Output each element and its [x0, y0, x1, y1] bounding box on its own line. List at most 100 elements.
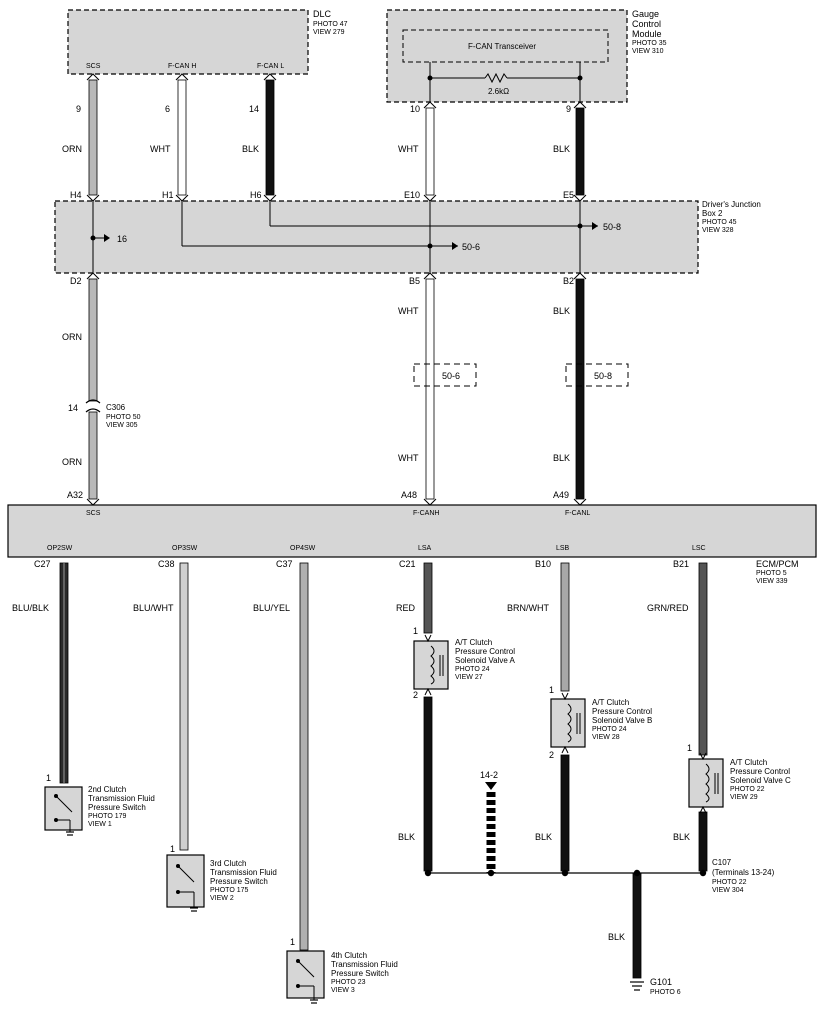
- ref-50-8: 50-8: [603, 222, 621, 232]
- dlc-pin-num-6: 6: [165, 104, 170, 114]
- vc-photo: PHOTO 22: [730, 786, 765, 793]
- djb-pin-b2: B2: [563, 276, 574, 286]
- ecm-pin-c27: C27: [34, 559, 51, 569]
- gauge-view: VIEW 310: [632, 48, 664, 55]
- sw3-line-2: Transmission Fluid: [210, 868, 277, 877]
- va-line-3: Solenoid Valve A: [455, 656, 516, 665]
- resistor-value: 2.6kΩ: [488, 87, 509, 96]
- ecm-photo: PHOTO 5: [756, 570, 787, 577]
- resistor-symbol: [484, 72, 508, 84]
- gauge-pin-num-9: 9: [566, 104, 571, 114]
- gauge-control-module: F-CAN Transceiver Gauge Control Module P…: [386, 9, 667, 103]
- drivers-junction-box: Driver's Junction Box 2 PHOTO 45 VIEW 32…: [54, 200, 761, 274]
- ecm-pin-a48: A48: [401, 490, 417, 500]
- vb-pin-1: 1: [549, 685, 554, 695]
- wire-blk-label-6: BLK: [535, 832, 552, 842]
- sw2-pin-1: 1: [46, 773, 51, 783]
- g101-name: G101: [650, 977, 672, 987]
- djb-pin-h4: H4: [70, 190, 82, 200]
- ecm-pin-op3sw: OP3SW: [172, 545, 198, 552]
- vb-line-2: Pressure Control: [592, 707, 652, 716]
- sw3-line-3: Pressure Switch: [210, 877, 268, 886]
- ecm-pin-c38: C38: [158, 559, 175, 569]
- lower-wires: [59, 562, 708, 979]
- ecm-pin-lsc: LSC: [692, 545, 706, 552]
- va-pin-1: 1: [413, 626, 418, 636]
- vb-line-3: Solenoid Valve B: [592, 716, 652, 725]
- ref-50-6: 50-6: [462, 242, 480, 252]
- vc-view: VIEW 29: [730, 794, 758, 801]
- wire-blk-label-7: BLK: [673, 832, 690, 842]
- gauge-name-2: Control: [632, 19, 661, 29]
- sw4-photo: PHOTO 23: [331, 979, 366, 986]
- solenoid-valve-a: [413, 634, 449, 696]
- fcan-transceiver-label: F-CAN Transceiver: [468, 42, 536, 51]
- c107-photo: PHOTO 22: [712, 879, 747, 886]
- ref-16: 16: [117, 234, 127, 244]
- ecm-pin-a32: A32: [67, 490, 83, 500]
- pressure-switch-3rd: [166, 854, 205, 912]
- dlc-name: DLC: [313, 9, 332, 19]
- solenoid-valve-b: [550, 692, 586, 754]
- djb-name-1: Driver's Junction: [702, 200, 761, 209]
- wire-wht-label-1: WHT: [150, 144, 171, 154]
- ecm-pin-a49: A49: [553, 490, 569, 500]
- gauge-photo: PHOTO 35: [632, 40, 667, 47]
- vb-photo: PHOTO 24: [592, 726, 627, 733]
- ecm-pin-scs: SCS: [86, 510, 101, 517]
- djb-pin-h1: H1: [162, 190, 174, 200]
- solenoid-valve-c: [688, 752, 724, 814]
- sw3-pin-1: 1: [170, 844, 175, 854]
- c306-view: VIEW 305: [106, 422, 138, 429]
- ecm-pin-fcanh: F-CANH: [413, 510, 439, 517]
- wire-blk-label-5: BLK: [398, 832, 415, 842]
- wire-grn-red-label: GRN/RED: [647, 603, 689, 613]
- dlc-pin-fcanh: F-CAN H: [168, 63, 196, 70]
- wire-blk-label-8: BLK: [608, 932, 625, 942]
- dlc-pin-num-9: 9: [76, 104, 81, 114]
- c107-name: C107: [712, 858, 732, 867]
- sw2-photo: PHOTO 179: [88, 813, 126, 820]
- dlc-photo: PHOTO 47: [313, 21, 348, 28]
- wire-blk-label-1: BLK: [242, 144, 259, 154]
- ecm-pin-lsa: LSA: [418, 545, 432, 552]
- ecm-pin-b10: B10: [535, 559, 551, 569]
- ecm-pin-b21: B21: [673, 559, 689, 569]
- gauge-pin-num-10: 10: [410, 104, 420, 114]
- ecm-pin-op4sw: OP4SW: [290, 545, 316, 552]
- wire-blu-blk-label: BLU/BLK: [12, 603, 49, 613]
- wire-wht-label-4: WHT: [398, 453, 419, 463]
- sw3-line-1: 3rd Clutch: [210, 859, 246, 868]
- wire-red-label: RED: [396, 603, 416, 613]
- splice-ref-50-6: 50-6: [442, 371, 460, 381]
- sw2-line-3: Pressure Switch: [88, 803, 146, 812]
- sw2-line-2: Transmission Fluid: [88, 794, 155, 803]
- middle-wires: [85, 272, 629, 506]
- sw3-view: VIEW 2: [210, 895, 234, 902]
- ecm-pcm: ECM/PCM PHOTO 5 VIEW 339 SCS F-CANH F-CA…: [7, 504, 817, 585]
- wire-blu-wht-label: BLU/WHT: [133, 603, 174, 613]
- gauge-name-3: Module: [632, 29, 662, 39]
- sw4-line-2: Transmission Fluid: [331, 960, 398, 969]
- djb-pin-e5: E5: [563, 190, 574, 200]
- ecm-pin-c21: C21: [399, 559, 416, 569]
- wire-blk-label-4: BLK: [553, 453, 570, 463]
- ecm-pin-lsb: LSB: [556, 545, 570, 552]
- wire-blk-label-2: BLK: [553, 144, 570, 154]
- dlc-pin-num-14: 14: [249, 104, 259, 114]
- splice-ref-50-8: 50-8: [594, 371, 612, 381]
- djb-photo: PHOTO 45: [702, 219, 737, 226]
- vb-line-1: A/T Clutch: [592, 698, 629, 707]
- dlc-view: VIEW 279: [313, 29, 345, 36]
- va-line-2: Pressure Control: [455, 647, 515, 656]
- pressure-switch-2nd: [44, 786, 83, 836]
- djb-pin-h6: H6: [250, 190, 262, 200]
- wire-wht-label-3: WHT: [398, 306, 419, 316]
- vc-line-2: Pressure Control: [730, 767, 790, 776]
- djb-pin-b5: B5: [409, 276, 420, 286]
- c107-view: VIEW 304: [712, 887, 744, 894]
- gauge-name-1: Gauge: [632, 9, 659, 19]
- vc-line-3: Solenoid Valve C: [730, 776, 791, 785]
- djb-pin-e10: E10: [404, 190, 420, 200]
